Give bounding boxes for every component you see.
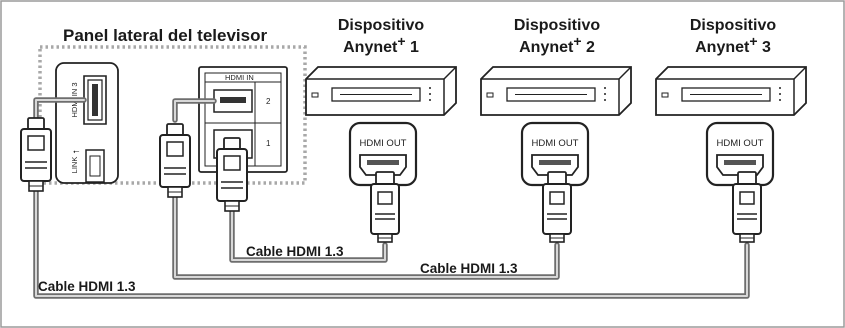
- usb-icon: ⭠: [73, 147, 80, 156]
- tv-panel-title: Panel lateral del televisor: [63, 26, 267, 45]
- cable-label-1: Cable HDMI 1.3: [246, 244, 344, 259]
- port-1-number: 1: [266, 139, 271, 148]
- usb-port: [85, 149, 105, 183]
- hdmi-plug-tv-in1: [216, 137, 248, 212]
- port-2-number: 2: [266, 97, 271, 106]
- device-3: Dispositivo Anynet+ 3 HDMI OUT: [655, 17, 807, 243]
- cable-label-3: Cable HDMI 1.3: [38, 279, 136, 294]
- hdmi-out-label-1: HDMI OUT: [360, 138, 407, 149]
- hdmi-in-label: HDMI IN: [225, 73, 254, 82]
- cable-lines: [33, 97, 750, 299]
- device-2-line2: Anynet+ 2: [519, 33, 595, 56]
- device-1: Dispositivo Anynet+ 1 HDMI OUT: [305, 17, 457, 243]
- device-2: Dispositivo Anynet+ 2 HDMI OUT: [480, 17, 632, 243]
- tv-panel-left: HDMI IN 3 LINK ⭠: [55, 62, 119, 184]
- hdmi-out-label-3: HDMI OUT: [717, 138, 764, 149]
- hdmi-out-label-2: HDMI OUT: [532, 138, 579, 149]
- device-3-line2: Anynet+ 3: [695, 33, 771, 56]
- hdmi-plug-tv-in3: [20, 117, 52, 192]
- cable-label-2: Cable HDMI 1.3: [420, 261, 518, 276]
- device-1-line1: Dispositivo: [338, 17, 424, 34]
- link-label: LINK: [70, 157, 79, 174]
- hdmi-plug-device-1: [370, 171, 400, 243]
- hdmi-plug-device-3: [732, 171, 762, 243]
- hdmi-plug-tv-in2: [159, 123, 191, 198]
- hdmi-plug-device-2: [542, 171, 572, 243]
- device-3-line1: Dispositivo: [690, 17, 776, 34]
- device-2-line1: Dispositivo: [514, 17, 600, 34]
- device-1-line2: Anynet+ 1: [343, 33, 419, 56]
